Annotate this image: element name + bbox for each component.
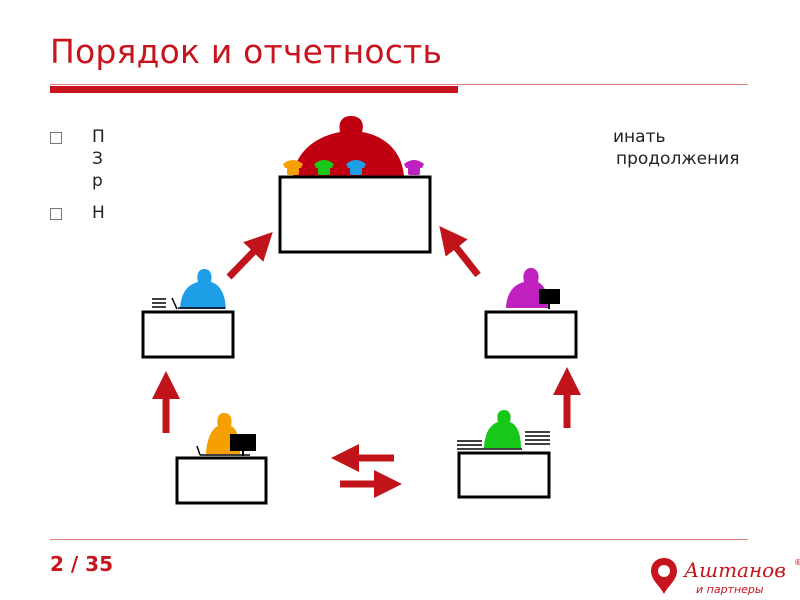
page-number: 2 / 35	[50, 552, 113, 576]
slide-title: Порядок и отчетность	[50, 32, 443, 71]
bullet-1-line2-left: З	[92, 149, 103, 169]
purple-worker-figure	[506, 268, 548, 308]
green-worker-figure	[484, 410, 521, 448]
logo-name: Аштанов	[684, 558, 786, 582]
arrow-left-to-boss	[226, 231, 273, 280]
monitor-icon	[196, 434, 256, 456]
logo-registered-mark: ®	[794, 558, 800, 567]
bullet-2-line1-left: Н	[92, 203, 105, 223]
phone-icon-blue	[346, 160, 366, 175]
logo-subtitle: и партнеры	[696, 583, 764, 596]
phone-icons	[283, 160, 424, 175]
logo-pin-icon	[651, 558, 677, 594]
phone-icon-green	[314, 160, 334, 175]
title-divider-thin	[50, 84, 748, 85]
bullet-1-line1-left: П	[92, 127, 105, 147]
paper-stack-icon	[152, 297, 225, 310]
blue-worker-desk	[141, 310, 235, 359]
bullet-1-line3-left: р	[92, 171, 103, 191]
paper-stack-icon	[457, 431, 550, 450]
title-divider-thick	[50, 86, 458, 93]
phone-icon-purple	[404, 160, 424, 175]
bullet-1-line2-right: продолжения	[616, 149, 740, 169]
bullet-square-1	[50, 132, 62, 144]
footer-divider	[50, 539, 748, 540]
orange-worker-desk	[175, 456, 268, 505]
green-worker-desk	[457, 451, 551, 499]
bullet-square-2	[50, 208, 62, 220]
arrow-right-to-boss	[439, 226, 481, 278]
boss-desk	[278, 175, 432, 254]
phone-icon-orange	[283, 160, 303, 175]
bullet-1-line1-right: инать	[613, 127, 666, 147]
monitor-icon	[539, 289, 560, 309]
blue-worker-figure	[180, 269, 226, 309]
purple-worker-desk	[484, 310, 578, 359]
